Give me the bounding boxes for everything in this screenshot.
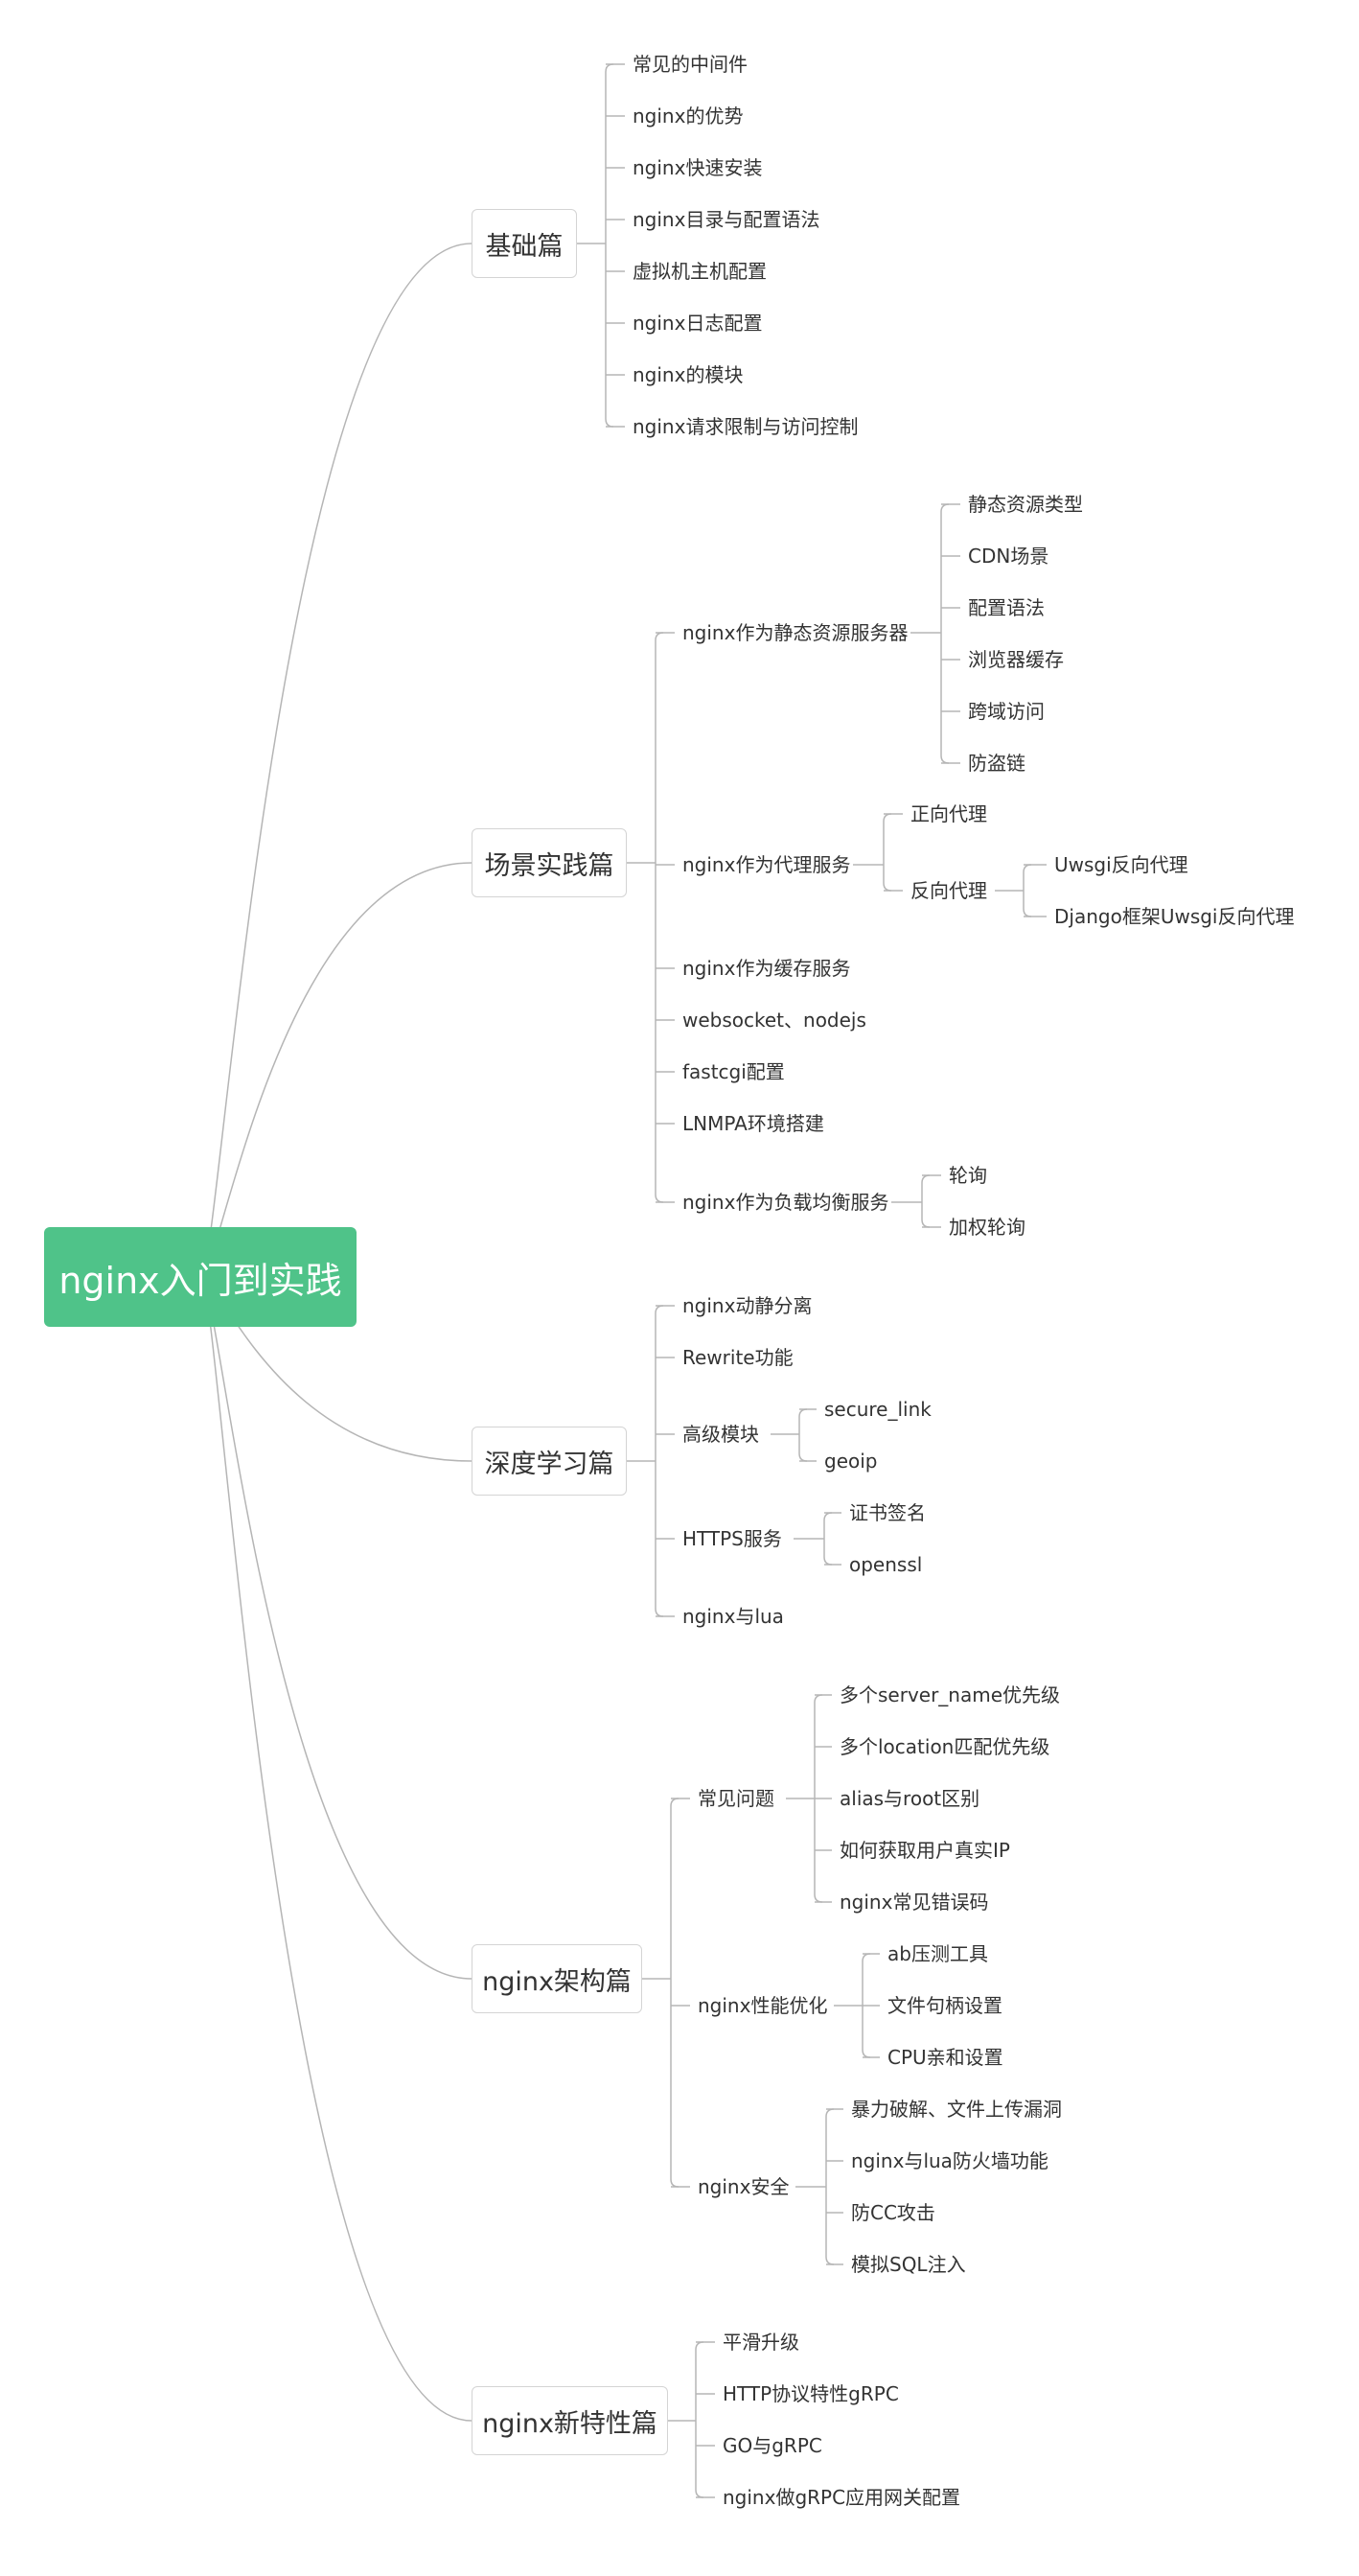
leaf-basic-3[interactable]: nginx目录与配置语法 — [633, 208, 820, 231]
leaf-static-2[interactable]: 配置语法 — [968, 596, 1045, 619]
leaf-faq-0[interactable]: 多个server_name优先级 — [840, 1683, 1061, 1706]
leaf-perf-0[interactable]: ab压测工具 — [887, 1942, 988, 1965]
leaf-https-1[interactable]: openssl — [849, 1553, 923, 1576]
leaf-basic-5[interactable]: nginx日志配置 — [633, 312, 763, 335]
root-link-3 — [200, 1276, 472, 1980]
leaf-static-3[interactable]: 浏览器缓存 — [968, 648, 1064, 671]
leaf-features-2[interactable]: GO与gRPC — [723, 2434, 822, 2457]
advanced-bracket-spine — [798, 1408, 808, 1462]
leaf-cache[interactable]: nginx作为缓存服务 — [682, 957, 851, 980]
root-link-1 — [200, 862, 472, 1278]
leaf-lua[interactable]: nginx与lua — [682, 1605, 784, 1628]
leaf-https-0[interactable]: 证书签名 — [849, 1501, 926, 1524]
node-proxy[interactable]: nginx作为代理服务 — [682, 853, 851, 876]
node-https[interactable]: HTTPS服务 — [682, 1527, 782, 1550]
branch-basic[interactable]: 基础篇 — [472, 209, 577, 278]
deep-bracket-spine — [655, 1305, 664, 1617]
leaf-reverse-0[interactable]: Uwsgi反向代理 — [1054, 853, 1188, 876]
leaf-perf-1[interactable]: 文件句柄设置 — [887, 1994, 1002, 2017]
leaf-security-3[interactable]: 模拟SQL注入 — [851, 2253, 966, 2276]
node-faq[interactable]: 常见问题 — [698, 1787, 774, 1810]
node-static-server[interactable]: nginx作为静态资源服务器 — [682, 621, 909, 644]
leaf-lb-0[interactable]: 轮询 — [949, 1164, 987, 1187]
node-load-balance[interactable]: nginx作为负载均衡服务 — [682, 1191, 889, 1214]
leaf-faq-4[interactable]: nginx常见错误码 — [840, 1891, 989, 1914]
https-bracket-spine — [823, 1512, 833, 1566]
leaf-separation[interactable]: nginx动静分离 — [682, 1294, 813, 1317]
node-advanced-modules[interactable]: 高级模块 — [682, 1423, 759, 1446]
leaf-security-1[interactable]: nginx与lua防火墙功能 — [851, 2149, 1048, 2172]
static-bracket-spine — [940, 503, 950, 764]
leaf-websocket[interactable]: websocket、nodejs — [682, 1009, 866, 1032]
root-link-4 — [200, 1276, 472, 2422]
leaf-basic-7[interactable]: nginx请求限制与访问控制 — [633, 415, 859, 438]
leaf-static-0[interactable]: 静态资源类型 — [968, 493, 1083, 516]
branch-features[interactable]: nginx新特性篇 — [472, 2386, 668, 2455]
leaf-security-0[interactable]: 暴力破解、文件上传漏洞 — [851, 2098, 1062, 2121]
leaf-static-5[interactable]: 防盗链 — [968, 752, 1025, 775]
lb-bracket-spine — [921, 1174, 931, 1228]
node-performance[interactable]: nginx性能优化 — [698, 1994, 828, 2017]
branch-deep[interactable]: 深度学习篇 — [472, 1427, 627, 1496]
security-bracket-spine — [825, 2108, 835, 2265]
leaf-features-0[interactable]: 平滑升级 — [723, 2331, 799, 2354]
branch-scene[interactable]: 场景实践篇 — [472, 828, 627, 897]
leaf-reverse-1[interactable]: Django框架Uwsgi反向代理 — [1054, 905, 1295, 928]
root-node[interactable]: nginx入门到实践 — [44, 1227, 357, 1327]
leaf-basic-0[interactable]: 常见的中间件 — [633, 53, 748, 76]
leaf-security-2[interactable]: 防CC攻击 — [851, 2201, 935, 2224]
leaf-basic-1[interactable]: nginx的优势 — [633, 104, 744, 128]
arch-bracket-spine — [670, 1798, 680, 2188]
scene-bracket-spine — [655, 632, 664, 1203]
leaf-advanced-1[interactable]: geoip — [824, 1450, 878, 1473]
branch-arch[interactable]: nginx架构篇 — [472, 1944, 642, 2013]
node-security[interactable]: nginx安全 — [698, 2175, 790, 2198]
basic-bracket-spine — [605, 63, 614, 428]
leaf-basic-2[interactable]: nginx快速安装 — [633, 156, 763, 179]
node-reverse-proxy[interactable]: 反向代理 — [910, 879, 987, 902]
leaf-faq-1[interactable]: 多个location匹配优先级 — [840, 1735, 1050, 1758]
reverse-bracket-spine — [1023, 864, 1032, 917]
leaf-perf-2[interactable]: CPU亲和设置 — [887, 2046, 1003, 2069]
leaf-features-3[interactable]: nginx做gRPC应用网关配置 — [723, 2486, 961, 2509]
leaf-forward-proxy[interactable]: 正向代理 — [910, 802, 987, 825]
leaf-rewrite[interactable]: Rewrite功能 — [682, 1346, 794, 1369]
leaf-static-4[interactable]: 跨域访问 — [968, 700, 1045, 723]
proxy-bracket-spine — [883, 813, 892, 892]
leaf-basic-4[interactable]: 虚拟机主机配置 — [633, 260, 767, 283]
leaf-faq-2[interactable]: alias与root区别 — [840, 1787, 980, 1810]
leaf-lnmpa[interactable]: LNMPA环境搭建 — [682, 1112, 824, 1135]
leaf-features-1[interactable]: HTTP协议特性gRPC — [723, 2382, 899, 2405]
leaf-fastcgi[interactable]: fastcgi配置 — [682, 1060, 785, 1083]
features-bracket-spine — [695, 2341, 704, 2498]
leaf-basic-6[interactable]: nginx的模块 — [633, 363, 744, 386]
leaf-advanced-0[interactable]: secure_link — [824, 1398, 932, 1421]
leaf-faq-3[interactable]: 如何获取用户真实IP — [840, 1839, 1010, 1862]
leaf-static-1[interactable]: CDN场景 — [968, 545, 1049, 568]
leaf-lb-1[interactable]: 加权轮询 — [949, 1216, 1025, 1239]
root-link-0 — [200, 243, 472, 1278]
